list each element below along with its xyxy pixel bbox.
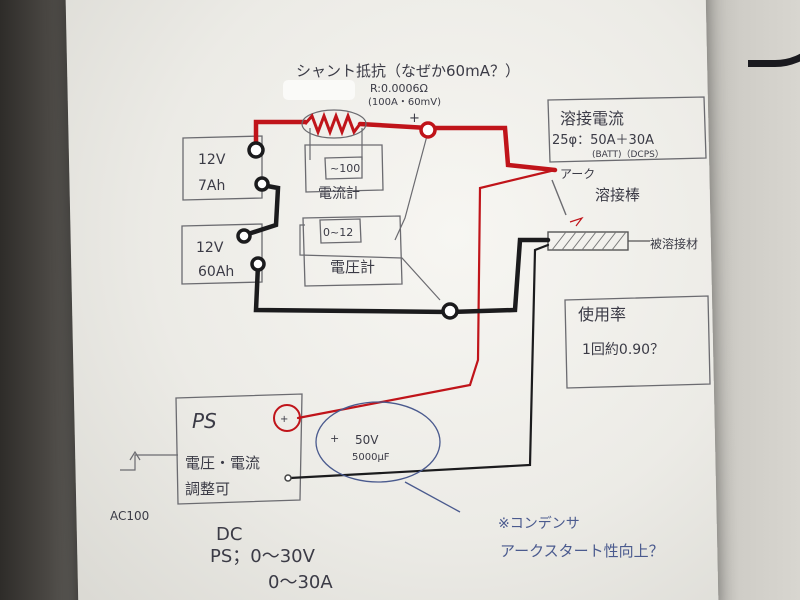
cap-voltage: 50V	[355, 433, 379, 447]
shunt-plus-sign: +	[409, 111, 420, 126]
desk-surface	[700, 0, 800, 600]
dc-spec-line1: DC	[216, 524, 242, 545]
ammeter-range: ~100	[330, 162, 360, 175]
battery-1-voltage: 12V	[198, 152, 226, 168]
ps-plus-sign: +	[280, 414, 288, 425]
terminal-bat2-pos	[236, 228, 252, 244]
dc-spec-line2: PS；0～30V	[210, 546, 316, 567]
cap-note-line2: アークスタート性向上？	[500, 542, 664, 560]
ps-plus-terminal	[273, 404, 301, 432]
current-note: (BATT)（DCPS）	[592, 149, 664, 160]
electrode-label: 溶接棒	[595, 186, 640, 204]
capacitor-ellipse	[315, 401, 461, 513]
pencil-boxes	[175, 96, 711, 505]
duty-title: 使用率	[578, 305, 626, 324]
whiteout-patch	[283, 80, 355, 100]
black-wires	[242, 182, 551, 480]
ps-input-label: AC100	[110, 509, 149, 523]
cap-note-line1: ※コンデンサ	[498, 515, 580, 532]
ammeter-box	[304, 144, 384, 193]
voltmeter-label: 電圧計	[330, 258, 375, 276]
red-wires	[253, 119, 558, 420]
battery-1-box	[182, 135, 263, 201]
duty-box	[564, 295, 711, 389]
battery-2-box	[181, 223, 263, 285]
shunt-resistor	[301, 109, 367, 139]
voltmeter-box	[302, 215, 403, 287]
terminal-shunt-plus	[419, 121, 437, 139]
battery-2-voltage: 12V	[196, 240, 224, 256]
ps-minus-terminal	[284, 474, 292, 482]
current-title: 溶接電流	[560, 109, 624, 128]
battery-2-capacity: 60Ah	[198, 264, 234, 280]
terminal-bat1-neg	[254, 176, 270, 192]
ps-label: PS	[192, 409, 217, 433]
terminal-ground	[441, 302, 459, 320]
arc-label: アーク	[560, 167, 595, 181]
voltmeter-range: 0~12	[323, 226, 353, 239]
black-cable	[748, 0, 800, 67]
voltmeter-inner	[319, 218, 362, 244]
ps-desc-line2: 調整可	[185, 480, 230, 498]
dc-spec-line3: 0～30A	[268, 572, 333, 593]
pencil-wires	[120, 128, 441, 471]
terminal-bat1-pos	[247, 141, 265, 159]
battery-1-capacity: 7Ah	[198, 178, 225, 194]
current-box	[547, 96, 707, 163]
duty-value: 1回約0.90？	[582, 342, 664, 358]
current-formula: 25φ：50A＋30A	[552, 133, 654, 148]
ps-box	[175, 393, 303, 505]
cap-capacity: 5000μF	[352, 452, 390, 463]
ps-desc-line1: 電圧・電流	[185, 454, 260, 472]
terminal-bat2-neg	[250, 256, 266, 272]
workpiece-label: 被溶接材	[650, 236, 698, 251]
shunt-spec-rating: (100A・60mV)	[368, 97, 441, 108]
shunt-title: シャント抵抗（なぜか60mA？）	[296, 62, 520, 80]
shunt-spec-r: R:0.0006Ω	[370, 82, 428, 95]
ammeter-inner	[324, 156, 363, 180]
terminals	[236, 121, 459, 482]
welding-setup	[547, 179, 650, 251]
cap-plus-sign: +	[330, 432, 339, 445]
ammeter-label: 電流計	[318, 186, 360, 202]
